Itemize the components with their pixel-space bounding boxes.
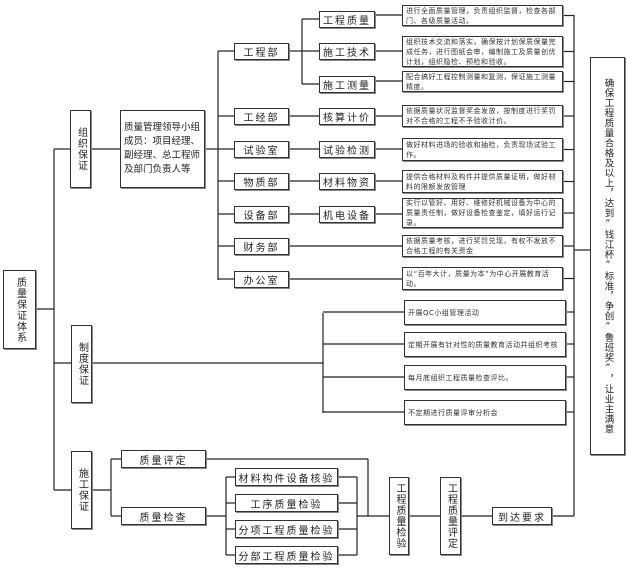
leader-group-box: 质量管理领导小组成员：项目经理、副经理、总工程师及部门负责人等 [120, 110, 205, 188]
department-node-label: 物质部 [243, 178, 280, 189]
quality-evaluation-node-label: 质量评定 [139, 455, 188, 467]
project-evaluation-node: 工程质量评定 [440, 477, 461, 555]
system-item-box: 定期开展有针对性的质量教育活动并组织考核 [404, 332, 566, 357]
root-node-label: 质量保证体系 [14, 276, 26, 343]
department-node-label: 设备部 [243, 211, 280, 222]
function-node-label: 施工技术 [323, 48, 371, 59]
department-node: 工经部 [234, 108, 289, 125]
department-node: 物质部 [234, 173, 289, 190]
branch-organization: 组织保证 [70, 110, 91, 188]
department-node: 设备部 [234, 206, 289, 223]
function-node: 试验检测 [319, 141, 375, 158]
function-node: 机电设备 [319, 206, 375, 223]
responsibility-box: 依据质量考核，进行奖罚兑现，有权不发放不合格工程的有关资金 [402, 235, 563, 257]
system-item-box-label: 不定期进行质量评审分析会 [408, 408, 498, 417]
system-item-box-label: 定期开展有针对性的质量教育活动并组织考核 [408, 340, 558, 349]
function-node-label: 材料物资 [323, 178, 371, 189]
responsibility-box: 以“百年大计，质量为本”为中心开展教育活动。 [402, 267, 563, 290]
meet-requirements-node-label: 到达要求 [498, 512, 546, 524]
project-inspection-node: 工程质量检验 [389, 477, 409, 555]
project-inspection-node-label: 工程质量检验 [394, 483, 405, 549]
function-node-label: 试验检测 [323, 146, 371, 157]
branch-construction: 施工保证 [71, 451, 92, 529]
system-item-box: 开展QC小组管理活动 [404, 300, 566, 325]
function-node: 施工技术 [319, 43, 375, 60]
department-node-label: 工程部 [243, 48, 280, 59]
responsibility-box-label: 实行以管好、用好、维修好机械设备为中心的质量责任制，做好设备检查鉴定，填好运行记… [406, 199, 556, 227]
function-node: 材料物资 [319, 173, 375, 190]
branch-organization-label: 组织保证 [75, 127, 87, 171]
check-node-label: 分项工程质量检验 [238, 525, 335, 537]
responsibility-box: 进行全面质量管理，负责组织监督，检查各部门、各级质量活动。 [402, 5, 563, 26]
function-node: 核算计价 [319, 108, 375, 125]
department-node: 试验室 [234, 141, 289, 158]
function-node-label: 工程质量 [323, 16, 371, 27]
responsibility-box-label: 依据质量考核，进行奖罚兑现，有权不发放不合格工程的有关资金 [406, 237, 556, 255]
quality-evaluation-node: 质量评定 [121, 450, 206, 468]
department-node-label: 试验室 [243, 146, 280, 157]
responsibility-box-label: 组织技术交流和落实，确保按计划保质保量完成任务，进行图纸会审，编制施工及质量创优… [406, 37, 556, 66]
responsibility-box: 依据质量状况监督奖金发放，按制度进行奖罚对不合格的工程不予验收计价。 [402, 105, 563, 127]
check-node-label: 工序质量检验 [250, 499, 323, 511]
responsibility-box: 组织技术交流和落实，确保按计划保质保量完成任务，进行图纸会审，编制施工及质量创优… [402, 36, 563, 67]
function-node-label: 施工测量 [323, 81, 371, 92]
responsibility-box: 实行以管好、用好、维修好机械设备为中心的质量责任制，做好设备检查鉴定，填好运行记… [402, 198, 563, 228]
root-node: 质量保证体系 [3, 270, 36, 349]
quality-inspection-node: 质量检查 [121, 507, 206, 525]
responsibility-box: 做好材料进场的验收和抽检，负责现场试验工作。 [402, 138, 563, 161]
department-node: 工程部 [234, 43, 289, 60]
project-evaluation-node-label: 工程质量评定 [445, 483, 457, 549]
function-node-label: 机电设备 [323, 211, 371, 222]
function-node-label: 核算计价 [323, 113, 371, 124]
goal-box: 确保工程质量合格及以上，达到“钱江杯”标准，争创“鲁班奖”，让业主满意 [590, 57, 625, 455]
responsibility-box-label: 进行全面质量管理，负责组织监督，检查各部门、各级质量活动。 [406, 6, 556, 25]
system-item-box-label: 开展QC小组管理活动 [408, 308, 480, 317]
branch-construction-label: 施工保证 [76, 468, 88, 512]
branch-system: 制度保证 [71, 325, 92, 403]
check-node-label: 材料构件设备核验 [238, 473, 335, 485]
goal-box-label: 确保工程质量合格及以上，达到“钱江杯”标准，争创“鲁班奖”，让业主满意 [602, 78, 614, 434]
responsibility-box-label: 以“百年大计，质量为本”为中心开展教育活动。 [406, 269, 550, 288]
responsibility-box: 配合搞好工程控制测量和复测，保证施工测量精度。 [402, 71, 563, 92]
responsibility-box-label: 提供合格材料及构件并提供质量证明，做好材料的限额发放管理 [406, 172, 556, 191]
responsibility-box-label: 配合搞好工程控制测量和复测，保证施工测量精度。 [406, 72, 556, 91]
system-item-box: 不定期进行质量评审分析会 [404, 400, 566, 425]
leader-group-box-label: 质量管理领导小组成员：项目经理、副经理、总工程师及部门负责人等 [124, 122, 201, 175]
responsibility-box: 提供合格材料及构件并提供质量证明，做好材料的限额发放管理 [402, 170, 563, 193]
check-node-label: 分部工程质量检验 [238, 551, 335, 563]
department-node: 办公室 [234, 271, 289, 288]
department-node-label: 财务部 [243, 243, 280, 254]
department-node: 财务部 [234, 238, 289, 255]
meet-requirements-node: 到达要求 [492, 507, 552, 525]
department-node-label: 办公室 [243, 276, 280, 287]
system-item-box-label: 每月底组织工程质量检查评比。 [408, 373, 513, 382]
check-node: 分部工程质量检验 [235, 546, 338, 564]
system-item-box: 每月底组织工程质量检查评比。 [404, 365, 566, 390]
department-node-label: 工经部 [243, 113, 280, 124]
responsibility-box-label: 依据质量状况监督奖金发放，按制度进行奖罚对不合格的工程不予验收计价。 [406, 107, 556, 125]
function-node: 工程质量 [319, 11, 375, 28]
branch-system-label: 制度保证 [76, 342, 88, 386]
check-node: 分项工程质量检验 [235, 520, 338, 538]
function-node: 施工测量 [319, 76, 375, 93]
responsibility-box-label: 做好材料进场的验收和抽检，负责现场试验工作。 [406, 140, 556, 159]
check-node: 工序质量检验 [235, 494, 338, 512]
quality-inspection-node-label: 质量检查 [139, 512, 188, 524]
check-node: 材料构件设备核验 [235, 468, 338, 486]
